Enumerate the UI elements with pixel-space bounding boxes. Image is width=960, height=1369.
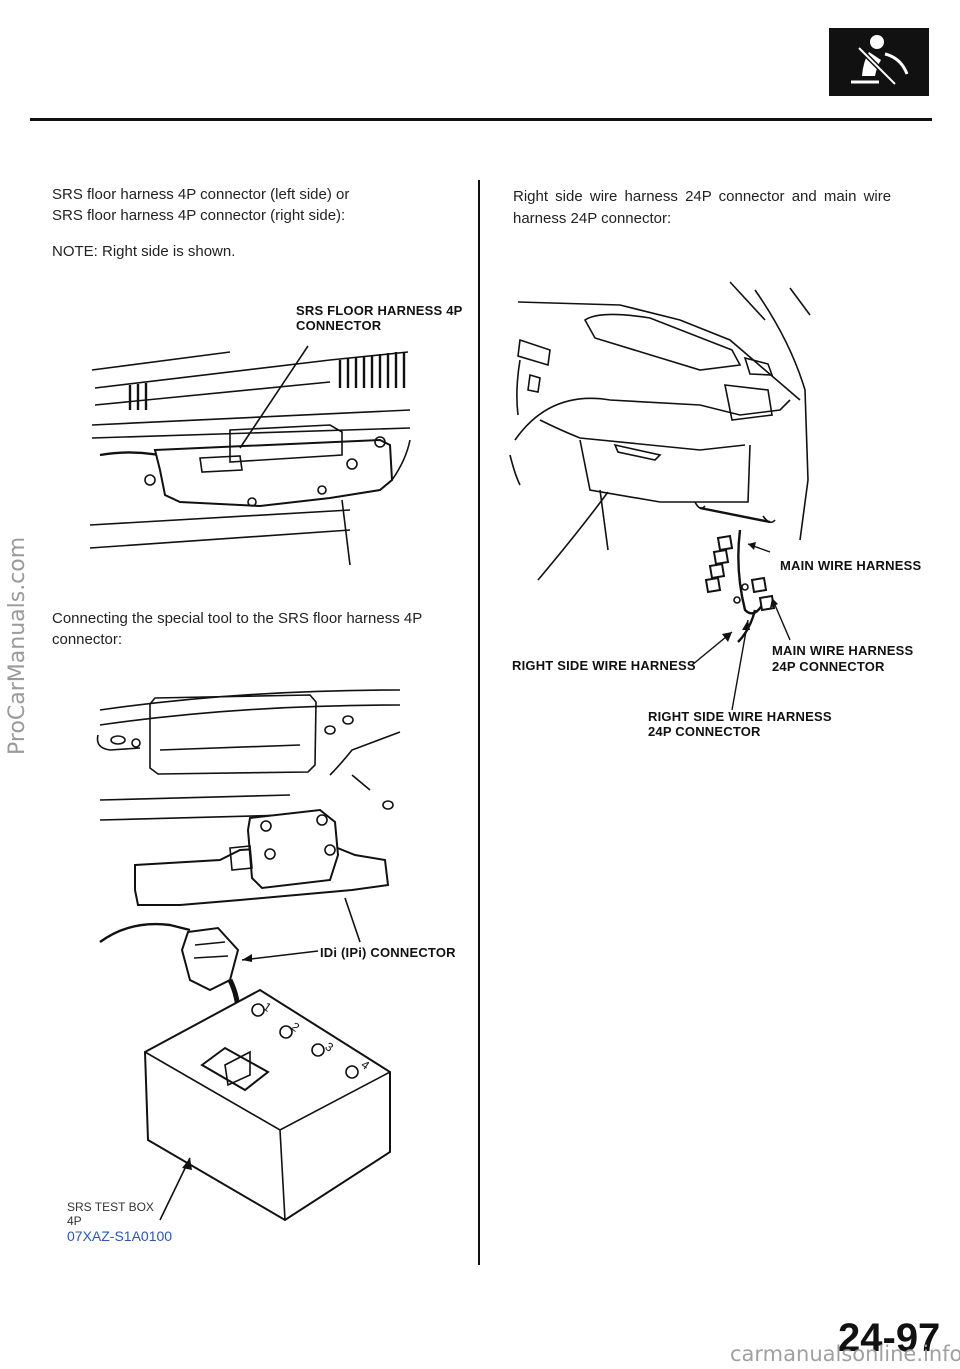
side-watermark: ProCarManuals.com (5, 536, 30, 755)
idi-leader (241, 950, 319, 962)
page-number: 24-97 (838, 1316, 941, 1360)
callout-main-24p-line2: 24P CONNECTOR (772, 659, 885, 674)
right-intro-line2: harness 24P connector: (513, 210, 672, 227)
connecting-line2: connector: (52, 631, 123, 648)
callout-right-24p-line2: 24P CONNECTOR (648, 724, 761, 739)
left-intro-line2: SRS floor harness 4P connector (right si… (52, 207, 346, 224)
test-box-pins: 4P (67, 1214, 82, 1228)
test-box-label: SRS TEST BOX (67, 1200, 154, 1214)
callout-right-side-harness: RIGHT SIDE WIRE HARNESS (512, 658, 696, 673)
bottom-watermark: carmanualsonline.info (730, 1342, 960, 1366)
left-intro-line1: SRS floor harness 4P connector (left sid… (52, 186, 350, 203)
right-intro-line1: Right side wire harness 24P connector an… (513, 188, 892, 205)
column-divider (478, 180, 480, 1265)
callout-floor-harness: SRS FLOOR HARNESS 4P (296, 303, 463, 318)
callout-right-24p-line1: RIGHT SIDE WIRE HARNESS (648, 709, 832, 724)
connecting-line1: Connecting the special tool to the SRS f… (52, 610, 423, 627)
callout-main-wire-harness: MAIN WIRE HARNESS (780, 558, 922, 573)
seat-belt-airbag-icon (829, 28, 929, 96)
callout-idi-connector: IDi (IPi) CONNECTOR (320, 945, 456, 960)
header-rule (30, 118, 932, 121)
callout-floor-connector: CONNECTOR (296, 318, 382, 333)
dashboard-illustration (509, 281, 811, 711)
note-text: NOTE: Right side is shown. (52, 243, 236, 260)
callout-main-24p-line1: MAIN WIRE HARNESS (772, 643, 914, 658)
test-box-illustration (96, 689, 401, 1222)
test-box-part-number: 07XAZ-S1A0100 (67, 1228, 173, 1244)
floor-harness-illustration (89, 345, 411, 566)
